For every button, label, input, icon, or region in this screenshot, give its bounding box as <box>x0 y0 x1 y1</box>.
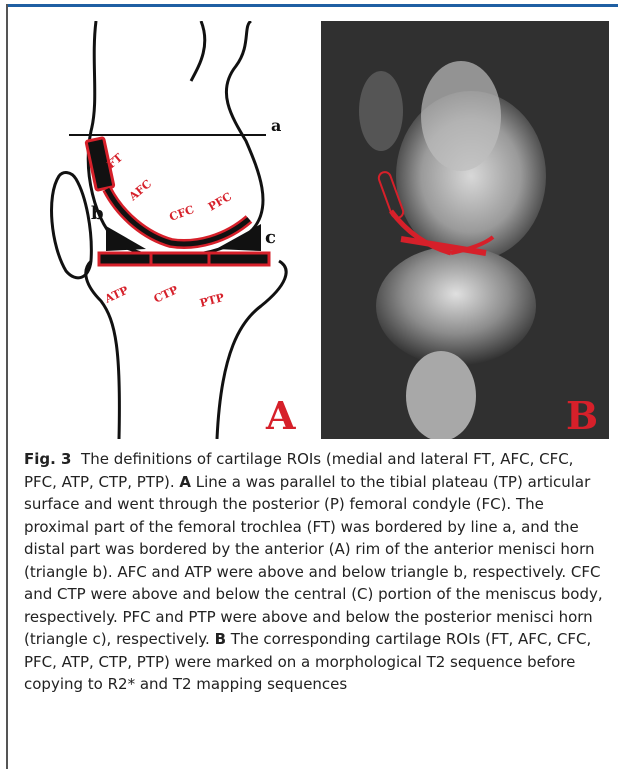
femur-inner-outline <box>191 21 205 81</box>
mri-image <box>321 21 609 439</box>
label-pfc: PFC <box>206 190 234 214</box>
figure-label: Fig. 3 <box>24 450 71 468</box>
knee-diagram: a FT AFC CFC PFC b c <box>21 21 319 439</box>
panel-a-letter: A <box>266 393 295 438</box>
patella-outline <box>52 173 92 278</box>
label-cfc: CFC <box>168 203 196 224</box>
label-ctp: CTP <box>152 283 180 305</box>
label-atp: ATP <box>102 284 131 307</box>
patella-region <box>359 71 403 151</box>
caption-b-label: B <box>215 630 226 648</box>
caption-a-label: A <box>179 473 191 491</box>
triangle-b-label: b <box>91 203 104 224</box>
tibial-plateau <box>376 246 536 366</box>
femur-shaft <box>421 61 501 171</box>
top-accent-bar <box>6 4 618 7</box>
left-rule <box>6 4 8 769</box>
panel-a-schematic: a FT AFC CFC PFC b c <box>21 21 319 439</box>
triangle-c-label: c <box>265 227 276 248</box>
panel-b-letter: B <box>566 393 598 438</box>
figure-caption: Fig. 3 The definitions of cartilage ROIs… <box>24 448 606 696</box>
line-a-label: a <box>271 116 281 135</box>
label-afc: AFC <box>126 177 155 204</box>
panel-b-mri-image: B <box>321 21 609 439</box>
roi-tibial-band <box>99 253 269 265</box>
label-ptp: PTP <box>198 291 225 310</box>
figure-image-area: a FT AFC CFC PFC b c <box>21 21 609 439</box>
caption-a-text: Line a was parallel to the tibial platea… <box>24 473 603 649</box>
tibia-shaft <box>406 351 476 439</box>
